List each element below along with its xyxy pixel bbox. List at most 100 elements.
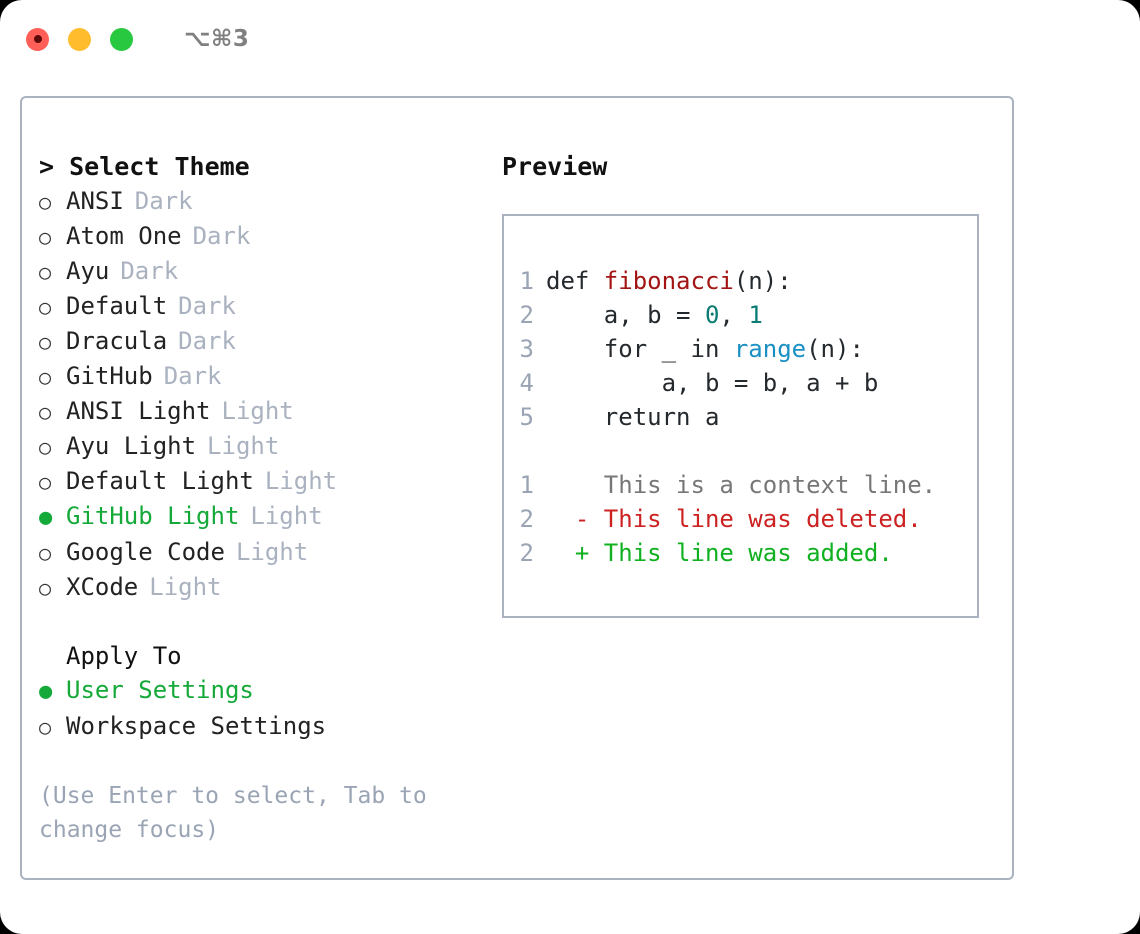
theme-option-label: Default Light <box>66 467 254 495</box>
title-bar: ⌥⌘3 <box>0 0 1140 78</box>
theme-variant-tag: Dark <box>134 187 193 215</box>
theme-option-label: Google Code <box>66 538 225 566</box>
maximize-window-icon[interactable] <box>110 27 133 51</box>
code-line-text: a, b = 0, 1 <box>546 298 763 332</box>
code-token-bi: range <box>733 335 807 363</box>
theme-variant-tag: Dark <box>178 327 236 355</box>
line-number: 1 <box>519 471 534 499</box>
theme-option-google-code[interactable]: ○ Google Code Light <box>39 535 494 570</box>
theme-variant-tag: Dark <box>120 257 179 285</box>
line-number: 1 <box>519 267 534 295</box>
theme-option-label: GitHub <box>66 362 153 390</box>
theme-option-label: Default <box>66 292 168 320</box>
radio-unselected-icon: ○ <box>39 295 52 319</box>
diff-line-text: This line was added. <box>603 539 893 567</box>
code-token-num: 0 <box>704 301 720 329</box>
diff-line-text: This is a context line. <box>603 471 937 499</box>
line-number: 2 <box>519 301 534 329</box>
theme-option-label: XCode <box>66 573 139 601</box>
theme-variant-tag: Dark <box>163 362 222 390</box>
code-line: 1 def fibonacci(n): <box>504 264 977 298</box>
theme-variant-tag: Light <box>235 538 309 566</box>
line-number: 2 <box>519 539 534 567</box>
radio-unselected-icon: ○ <box>39 435 52 459</box>
diff-line-text: This line was deleted. <box>603 505 922 533</box>
code-token-fn: fibonacci <box>603 267 734 295</box>
diff-line-del: 2 - This line was deleted. <box>504 502 977 536</box>
apply-to-option-list: ● User Settings ○Workspace Settings <box>39 673 494 744</box>
code-line-text: for _ in range(n): <box>546 332 864 366</box>
radio-unselected-icon: ○ <box>39 190 52 214</box>
theme-variant-tag: Light <box>149 573 222 601</box>
diff-marker: - <box>546 505 604 533</box>
keyboard-shortcut-label: ⌥⌘3 <box>184 26 250 52</box>
apply-to-option-workspace-settings[interactable]: ○Workspace Settings <box>39 709 494 744</box>
theme-option-github-light[interactable]: ● GitHub Light Light <box>39 499 494 535</box>
theme-option-default[interactable]: ○ Default Dark <box>39 289 494 324</box>
apply-to-option-user-settings[interactable]: ● User Settings <box>39 673 494 709</box>
theme-option-ayu[interactable]: ○ Ayu Dark <box>39 254 494 289</box>
theme-variant-tag: Dark <box>178 292 236 320</box>
code-line-text: a, b = b, a + b <box>546 366 879 400</box>
preview-heading: Preview <box>502 152 608 181</box>
radio-unselected-icon: ○ <box>39 330 52 354</box>
apply-to-section: Apply To ● User Settings ○Workspace Settin… <box>39 639 494 744</box>
theme-variant-tag: Light <box>221 397 294 425</box>
code-token-plain: (n): <box>733 267 792 295</box>
radio-unselected-icon: ○ <box>39 260 52 284</box>
diff-line-ctx: 1 This is a context line. <box>504 468 977 502</box>
line-number: 4 <box>519 369 534 397</box>
diff-line-add: 2 + This line was added. <box>504 536 977 570</box>
minimize-window-icon[interactable] <box>68 27 91 51</box>
code-token-plain: for _ in <box>546 335 734 363</box>
code-token-plain: return a <box>546 403 720 431</box>
apply-to-option-label: Workspace Settings <box>66 712 327 740</box>
radio-unselected-icon: ○ <box>39 365 52 389</box>
theme-option-label: GitHub Light <box>66 502 240 530</box>
theme-option-github[interactable]: ○ GitHub Dark <box>39 359 494 394</box>
theme-variant-tag: Light <box>250 502 323 530</box>
code-line-text: def fibonacci(n): <box>546 264 792 298</box>
theme-option-label: Ayu <box>66 257 110 285</box>
code-line: 3 for _ in range(n): <box>504 332 977 366</box>
code-line: 2 a, b = 0, 1 <box>504 298 977 332</box>
keyboard-hint-text: (Use Enter to select, Tab to change focu… <box>39 783 427 843</box>
theme-option-ansi[interactable]: ○ ANSI Dark <box>39 184 494 219</box>
apply-to-option-label: User Settings <box>66 676 254 704</box>
radio-selected-icon: ● <box>39 679 53 704</box>
theme-option-label: Atom One <box>66 222 182 250</box>
theme-option-xcode[interactable]: ○ XCode Light <box>39 570 494 605</box>
code-token-plain: , <box>719 301 749 329</box>
radio-unselected-icon: ○ <box>39 470 52 494</box>
apply-to-heading: Apply To <box>66 642 182 670</box>
diff-sample: 1 This is a context line.2 - This line w… <box>504 468 977 570</box>
code-token-plain: (n): <box>806 335 864 363</box>
line-number: 3 <box>519 335 534 363</box>
theme-variant-tag: Dark <box>192 222 251 250</box>
theme-variant-tag: Light <box>207 432 280 460</box>
radio-unselected-icon: ○ <box>39 400 52 424</box>
line-number: 5 <box>519 403 534 431</box>
theme-variant-tag: Light <box>264 467 338 495</box>
select-theme-heading: > Select Theme <box>39 152 250 181</box>
diff-marker: + <box>546 539 604 567</box>
radio-unselected-icon: ○ <box>39 576 52 600</box>
traffic-light-buttons <box>26 27 133 51</box>
radio-unselected-icon: ○ <box>39 541 52 565</box>
theme-option-label: ANSI <box>66 187 124 215</box>
code-spacer <box>504 434 977 468</box>
radio-selected-icon: ● <box>39 505 53 530</box>
close-window-icon[interactable] <box>26 27 49 51</box>
theme-option-default-light[interactable]: ○ Default Light Light <box>39 464 494 499</box>
code-line: 4 a, b = b, a + b <box>504 366 977 400</box>
